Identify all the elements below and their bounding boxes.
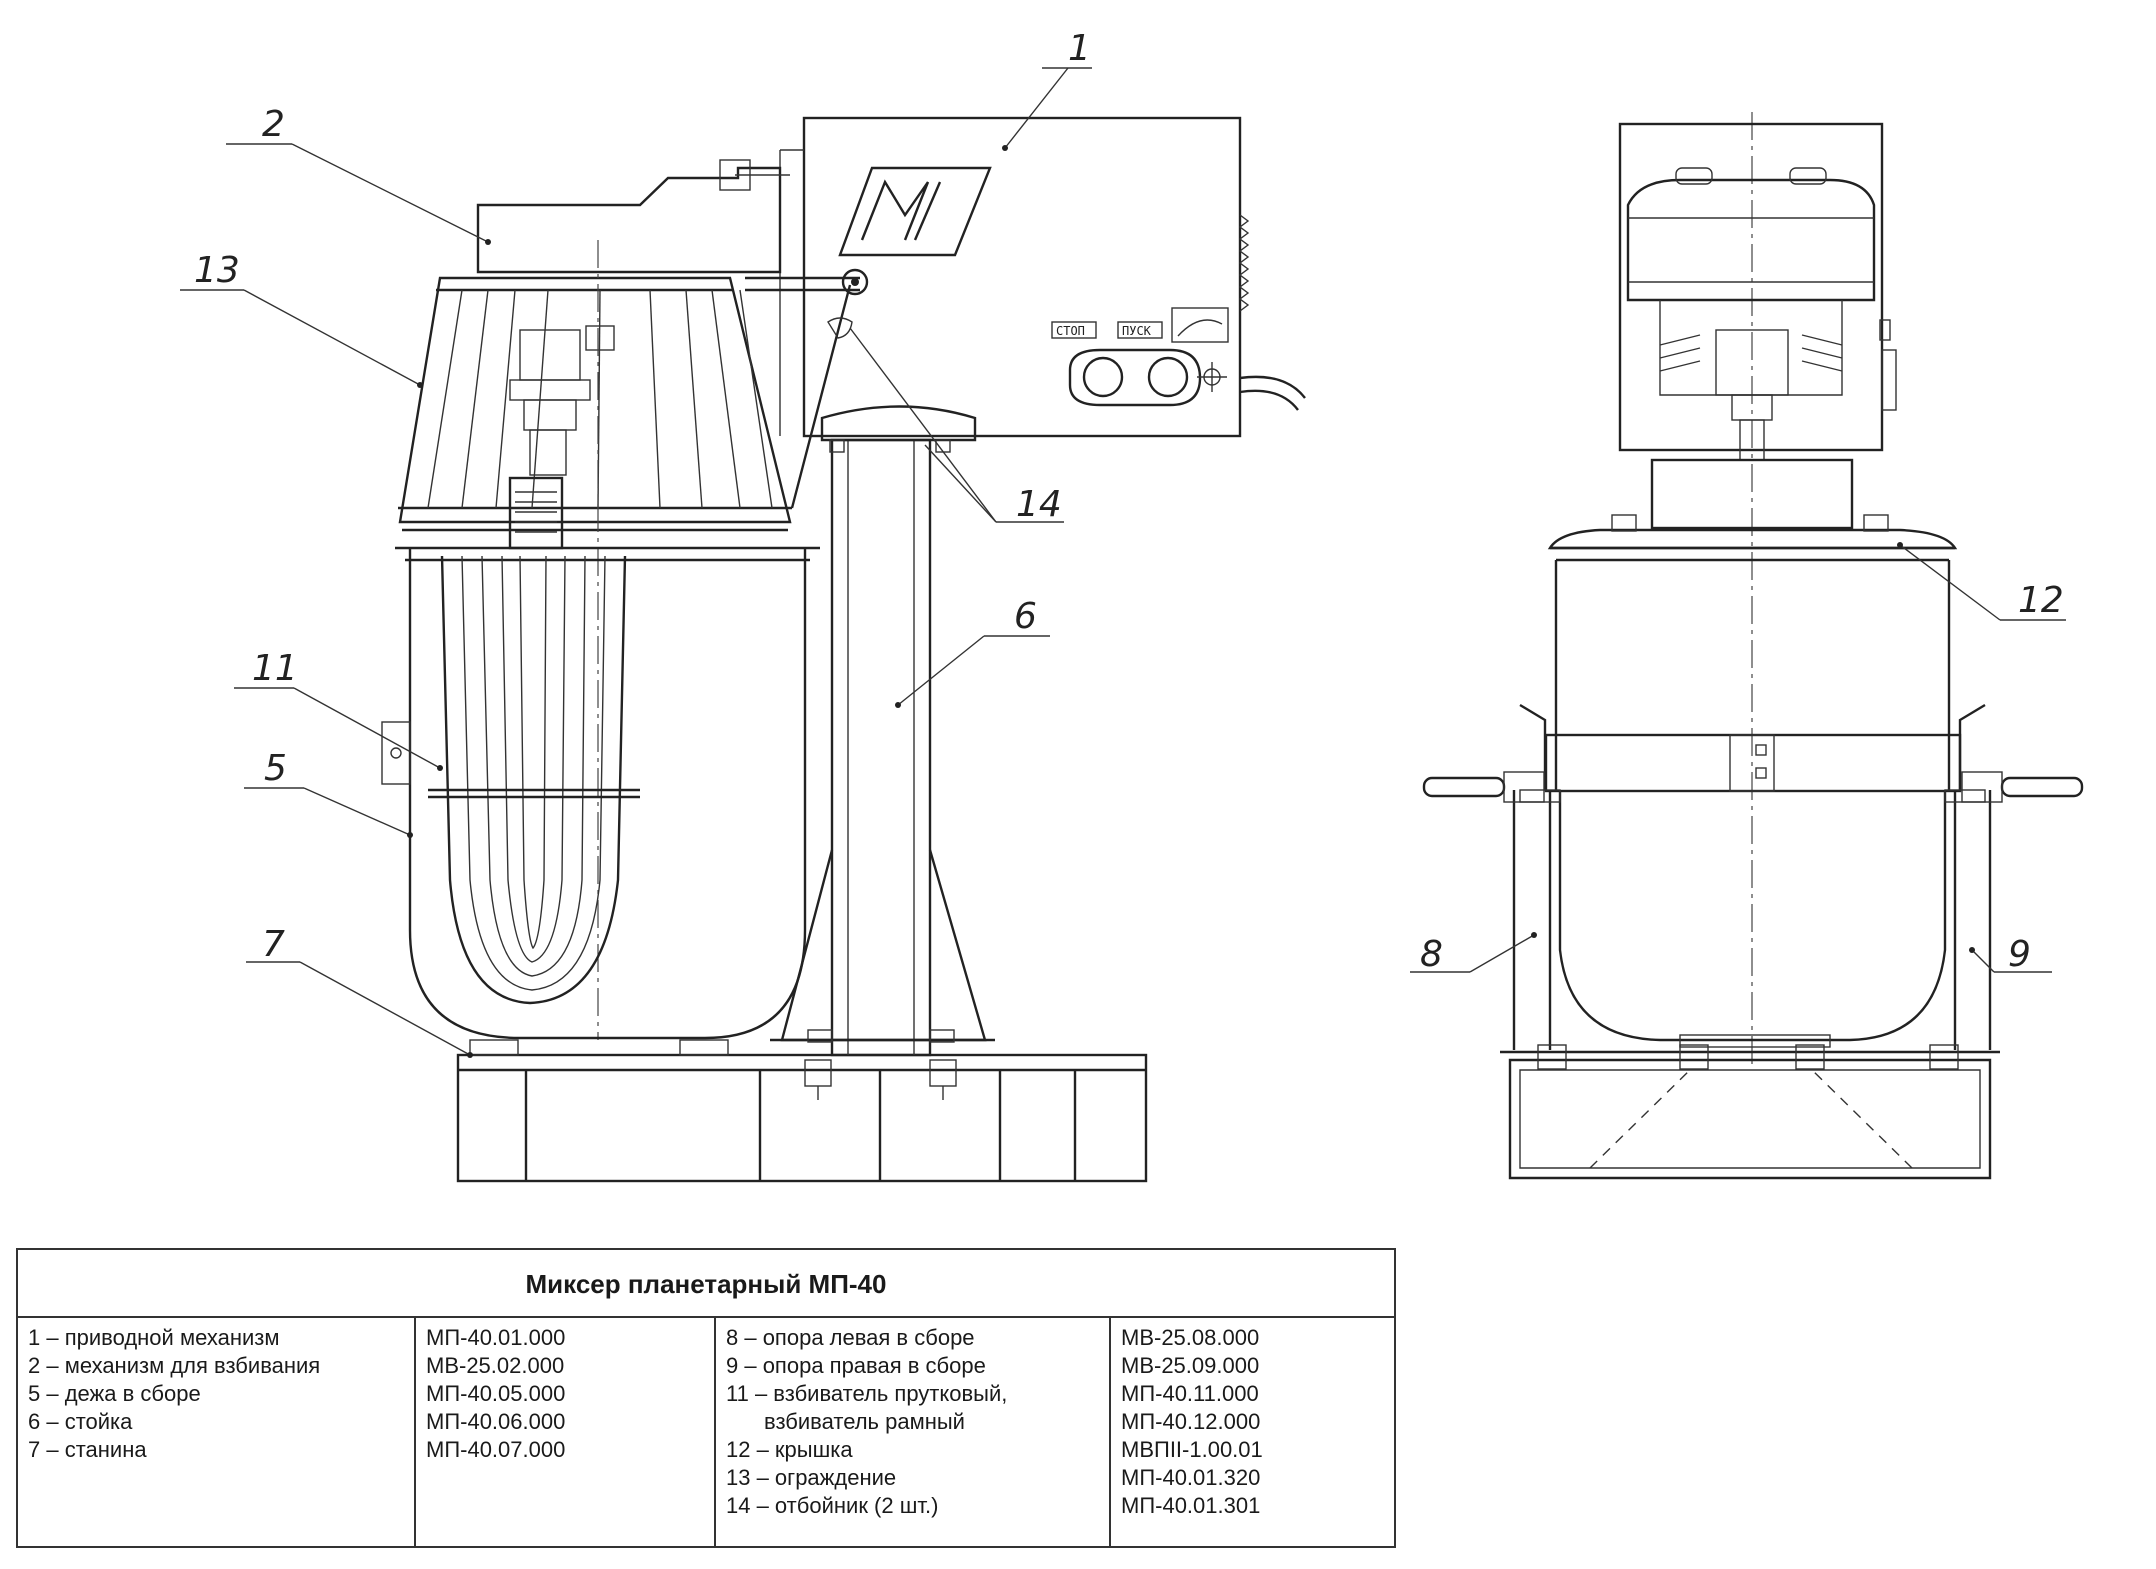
logo-mark — [838, 166, 992, 257]
specification-table: Миксер планетарный МП-40 1 – приводной м… — [16, 1248, 1396, 1548]
callout-5: 5 — [244, 748, 413, 838]
callout-label: 12 — [2018, 580, 2064, 621]
callout-label: 6 — [1014, 596, 1037, 637]
parts-right-codes: МВ-25.08.000 МВ-25.09.000 МП-40.11.000 М… — [1109, 1318, 1394, 1546]
bowl — [381, 546, 820, 1040]
front-coupling — [1650, 458, 1854, 530]
callout-label: 1 — [1068, 28, 1091, 69]
callout-label: 5 — [264, 748, 287, 789]
callout-13: 13 — [180, 250, 423, 388]
part-code: МВ-25.09.000 — [1121, 1353, 1260, 1378]
parts-left-codes: МП-40.01.000 МВ-25.02.000 МП-40.05.000 М… — [414, 1318, 714, 1546]
base-frame — [456, 1039, 1148, 1183]
front-drive-housing — [1618, 122, 1884, 452]
part-code: МВ-25.02.000 — [426, 1353, 565, 1378]
part-name: 13 – ограждение — [726, 1465, 897, 1490]
callout-label: 7 — [262, 924, 285, 965]
stop-label: СТОП — [1056, 324, 1085, 338]
part-name: 6 – стойка — [28, 1409, 133, 1434]
part-code: МП-40.01.000 — [426, 1325, 566, 1350]
part-name: 8 – опора левая в сборе — [726, 1325, 975, 1350]
control-panel: СТОП ПУСК — [1051, 307, 1229, 407]
front-lid — [1547, 514, 1958, 562]
parts-left-names: 1 – приводной механизм 2 – механизм для … — [18, 1318, 414, 1546]
callout-label: 13 — [194, 250, 240, 291]
callout-label: 9 — [2008, 934, 2031, 975]
part-code: МП-40.06.000 — [426, 1409, 566, 1434]
callout-11: 11 — [234, 648, 443, 771]
part-name: 7 – станина — [28, 1437, 147, 1462]
whipping-mechanism-housing — [476, 159, 790, 351]
part-name: 11 – взбиватель прутковый, — [726, 1381, 1008, 1406]
part-name: 9 – опора правая в сборе — [726, 1353, 986, 1378]
parts-right-names: 8 – опора левая в сборе 9 – опора правая… — [714, 1318, 1109, 1546]
right-handle — [2000, 776, 2084, 798]
column-stand — [770, 405, 995, 1100]
part-code: МП-40.11.000 — [1121, 1381, 1259, 1406]
callout-1: 1 — [1002, 28, 1092, 151]
front-view — [1422, 112, 2084, 1180]
front-supports — [1422, 703, 2084, 1050]
callout-9: 9 — [1969, 934, 2052, 975]
side-view: СТОП ПУСК — [381, 116, 1306, 1183]
part-name: 12 – крышка — [726, 1437, 853, 1462]
whisk — [428, 555, 640, 1005]
callout-14: 14 — [849, 327, 1064, 525]
part-name: взбиватель рамный — [764, 1409, 965, 1434]
callout-7: 7 — [246, 924, 473, 1058]
callout-12: 12 — [1897, 542, 2066, 621]
left-handle — [1422, 776, 1506, 798]
front-motor — [1626, 167, 1897, 461]
front-bowl — [1544, 560, 1962, 1048]
callout-6: 6 — [895, 596, 1050, 708]
part-code: МВ-25.08.000 — [1121, 1325, 1260, 1350]
callout-label: 2 — [262, 104, 285, 145]
part-code: МП-40.05.000 — [426, 1381, 566, 1406]
start-label: ПУСК — [1122, 324, 1152, 338]
part-code: МП-40.07.000 — [426, 1437, 566, 1462]
front-base — [1500, 1044, 2000, 1180]
part-code: МП-40.12.000 — [1121, 1409, 1261, 1434]
table-title: Миксер планетарный МП-40 — [18, 1250, 1394, 1318]
part-name: 2 – механизм для взбивания — [28, 1353, 321, 1378]
part-code: МП-40.01.301 — [1121, 1493, 1261, 1518]
part-code: МП-40.01.320 — [1121, 1465, 1261, 1490]
part-name: 1 – приводной механизм — [28, 1325, 280, 1350]
callout-2: 2 — [226, 104, 491, 245]
part-code: МВПII-1.00.01 — [1121, 1437, 1263, 1462]
callout-label: 14 — [1016, 484, 1062, 525]
guard-cage — [398, 268, 869, 532]
part-name: 5 – дежа в сборе — [28, 1381, 201, 1406]
part-name: 14 – отбойник (2 шт.) — [726, 1493, 939, 1518]
callout-8: 8 — [1410, 932, 1537, 975]
callout-label: 8 — [1420, 934, 1443, 975]
callout-label: 11 — [252, 648, 298, 689]
